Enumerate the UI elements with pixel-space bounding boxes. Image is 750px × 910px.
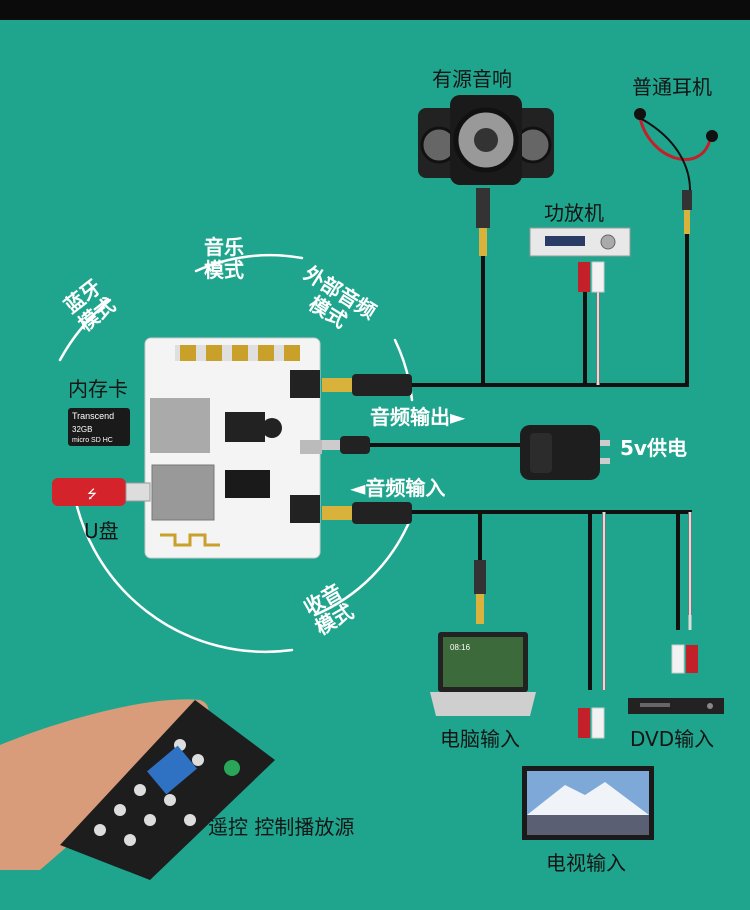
mode-ring xyxy=(58,253,414,654)
card-capacity: 32GB xyxy=(72,425,92,434)
memory-card: Transcend 32GB micro SD HC xyxy=(68,408,130,446)
card-type: micro SD HC xyxy=(72,437,113,444)
remote-label: 遥控 控制播放源 xyxy=(208,815,355,839)
card-brand: Transcend xyxy=(72,411,114,421)
active-speaker-label: 有源音响 xyxy=(432,67,512,91)
laptop: 08:16 xyxy=(430,560,536,716)
laptop-clock: 08:16 xyxy=(450,643,471,652)
remote-control xyxy=(0,699,275,880)
music-mode-label: 音乐 模式 xyxy=(204,235,244,282)
audio-in-plug xyxy=(322,502,412,524)
audio-in-label: ◄音频输入 xyxy=(350,476,446,500)
active-speaker xyxy=(418,95,554,256)
audio-out-label: 音频输出► xyxy=(370,405,466,429)
memory-card-label: 内存卡 xyxy=(68,377,128,401)
headphones xyxy=(634,108,718,234)
usb-disk: ⭍ xyxy=(52,478,151,506)
dvd-player xyxy=(628,644,724,714)
top-bar xyxy=(0,0,750,20)
usb-disk-label: U盘 xyxy=(84,519,119,543)
headphones-label: 普通耳机 xyxy=(632,75,712,99)
amplifier-label: 功放机 xyxy=(544,201,604,225)
usb-c-plug xyxy=(322,436,370,454)
amplifier xyxy=(529,227,631,293)
usb-symbol-icon: ⭍ xyxy=(87,487,97,501)
power-adapter xyxy=(520,425,610,480)
tv-input-label: 电视输入 xyxy=(546,851,626,875)
audio-out-plug xyxy=(322,374,412,396)
power-label: 5v供电 xyxy=(620,436,687,460)
tv xyxy=(522,707,654,840)
pcb-board xyxy=(144,337,322,559)
dvd-input-label: DVD输入 xyxy=(630,727,715,751)
laptop-input-label: 电脑输入 xyxy=(440,727,520,751)
